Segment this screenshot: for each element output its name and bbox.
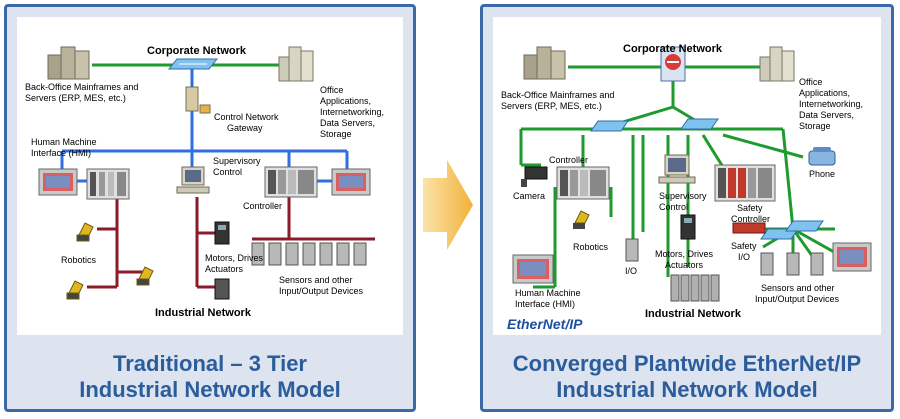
- mainframe-server-icon: [523, 46, 566, 80]
- office-label-3: Internetworking,: [320, 107, 384, 117]
- safety-controller-label-1: Safety: [737, 203, 763, 213]
- converged-diagram-area: Corporate Network Back-Office Mainframes…: [493, 17, 881, 335]
- controller-label: Controller: [549, 155, 588, 165]
- office-label-4: Data Servers,: [320, 118, 375, 128]
- hmi-controller-rack-icon: [86, 168, 130, 200]
- gateway-server-icon: [185, 86, 211, 114]
- back-office-label-2: Servers (ERP, MES, etc.): [25, 93, 126, 103]
- mainframe-server-icon: [47, 46, 90, 80]
- caption-line-1: Converged Plantwide EtherNet/IP: [512, 351, 862, 376]
- industrial-network-label: Industrial Network: [155, 307, 252, 319]
- caption-line-2: Industrial Network Model: [556, 377, 818, 402]
- office-label-4: Data Servers,: [799, 110, 854, 120]
- hmi-label-1: Human Machine: [31, 137, 97, 147]
- gateway-label-2: Gateway: [227, 123, 263, 133]
- sensor-io-icon: [760, 252, 824, 276]
- robot-icon: [573, 210, 590, 229]
- supervisory-label-1: Supervisory: [659, 191, 707, 201]
- caption-line-2: Industrial Network Model: [79, 377, 341, 402]
- traditional-model-panel: Corporate Network Back-Office Mainframes…: [4, 4, 416, 412]
- office-label-2: Applications,: [799, 88, 850, 98]
- motors-label-2: Actuators: [665, 260, 704, 270]
- supervisory-pc-icon: [658, 154, 696, 184]
- back-office-label-1: Back-Office Mainframes and: [501, 90, 614, 100]
- controller-label: Controller: [243, 201, 282, 211]
- office-label-3: Internetworking,: [799, 99, 863, 109]
- motors-label-1: Motors, Drives: [205, 253, 264, 263]
- supervisory-label-1: Supervisory: [213, 156, 261, 166]
- converged-model-panel: Corporate Network Back-Office Mainframes…: [480, 4, 894, 412]
- right-hmi-icon: [832, 242, 872, 272]
- drive-array-icon: [670, 274, 720, 302]
- office-label-2: Applications,: [320, 96, 371, 106]
- office-label-1: Office: [799, 77, 822, 87]
- safety-controller-icon: [714, 164, 776, 202]
- motors-label-1: Motors, Drives: [655, 249, 714, 259]
- office-server-icon: [278, 46, 314, 82]
- io-label: I/O: [625, 266, 637, 276]
- sensors-label-2: Input/Output Devices: [755, 294, 840, 304]
- traditional-model-caption: Traditional – 3 Tier Industrial Network …: [7, 351, 413, 403]
- corporate-network-label: Corporate Network: [623, 43, 723, 55]
- firewall-router-icon: [660, 46, 686, 82]
- office-label-5: Storage: [320, 129, 352, 139]
- hmi-label-2: Interface (HMI): [31, 148, 91, 158]
- camera-label: Camera: [513, 191, 545, 201]
- camera-icon: [521, 166, 548, 187]
- industrial-network-label: Industrial Network: [645, 308, 742, 320]
- controller-rack-icon: [556, 166, 610, 200]
- hmi-label-2: Interface (HMI): [515, 299, 575, 309]
- phone-label: Phone: [809, 169, 835, 179]
- ethernet-ip-logo: EtherNet/IP: [507, 316, 583, 332]
- back-office-label-2: Servers (ERP, MES, etc.): [501, 101, 602, 111]
- io-block-icon: [625, 238, 639, 262]
- sensors-label-1: Sensors and other: [279, 275, 353, 285]
- safety-controller-label-2: Controller: [731, 214, 770, 224]
- phone-icon: [808, 147, 836, 166]
- traditional-network-diagram: Corporate Network Back-Office Mainframes…: [25, 45, 384, 319]
- sensors-label-1: Sensors and other: [761, 283, 835, 293]
- caption-line-1: Traditional – 3 Tier: [113, 351, 307, 376]
- controller-rack-icon: [264, 166, 318, 198]
- ethernet-switch-icon: [590, 118, 824, 240]
- motors-label-2: Actuators: [205, 264, 244, 274]
- motor-drive-icon: [680, 214, 696, 240]
- corporate-switch-icon: [167, 58, 219, 70]
- safety-io-icon: [732, 222, 766, 234]
- office-label-1: Office: [320, 85, 343, 95]
- gateway-label-1: Control Network: [214, 112, 279, 122]
- motor-drive-icon: [214, 221, 230, 300]
- back-office-label-1: Back-Office Mainframes and: [25, 82, 138, 92]
- right-hmi-icon: [331, 168, 371, 196]
- sensor-io-icon: [251, 242, 367, 266]
- traditional-diagram-area: Corporate Network Back-Office Mainframes…: [17, 17, 403, 335]
- safety-io-label-1: Safety: [731, 241, 757, 251]
- robot-icon: [66, 222, 154, 300]
- converged-network-diagram: Corporate Network Back-Office Mainframes…: [501, 43, 872, 332]
- supervisory-label-2: Control: [213, 167, 242, 177]
- robotics-label: Robotics: [61, 255, 97, 265]
- supervisory-label-2: Control: [659, 202, 688, 212]
- office-label-5: Storage: [799, 121, 831, 131]
- hmi-icon: [38, 168, 78, 196]
- hmi-label-1: Human Machine: [515, 288, 581, 298]
- robotics-label: Robotics: [573, 242, 609, 252]
- transition-arrow-icon: [423, 160, 473, 250]
- corporate-network-label: Corporate Network: [147, 45, 247, 57]
- office-server-icon: [759, 46, 795, 82]
- sensors-label-2: Input/Output Devices: [279, 286, 364, 296]
- supervisory-pc-icon: [176, 166, 210, 194]
- hmi-icon: [512, 254, 554, 284]
- converged-model-caption: Converged Plantwide EtherNet/IP Industri…: [483, 351, 891, 403]
- safety-io-label-2: I/O: [738, 252, 750, 262]
